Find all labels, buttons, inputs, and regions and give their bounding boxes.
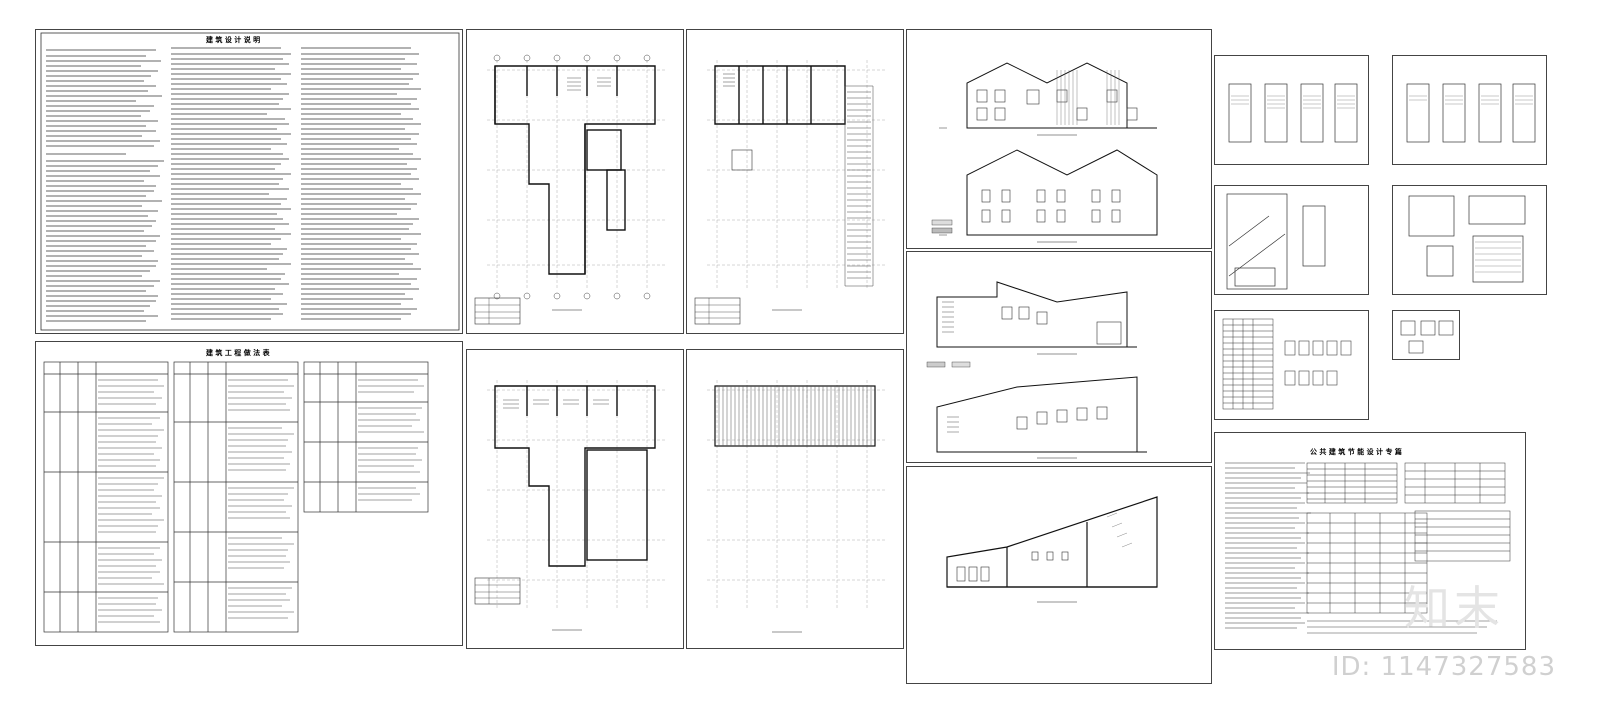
sheet-section [906,466,1212,684]
sheet-construction-table: 建 筑 工 程 做 法 表 [35,341,463,646]
elevations-a-drawing [931,62,1158,243]
id-watermark: ID: 1147327583 [1331,652,1556,682]
stair-detail-2-drawing [1406,83,1536,143]
design-notes-title: 建 筑 设 计 说 明 [206,36,261,44]
stair-detail-1-drawing [1228,83,1358,143]
sheet-stair-detail-2 [1392,55,1547,165]
construction-table-title: 建 筑 工 程 做 法 表 [206,349,270,357]
sheet-floor-plan-2 [686,29,904,334]
sheet-floor-plan-3 [466,349,684,649]
sheet-roof-detail [1392,185,1547,295]
sheet-door-window-table [1214,310,1369,420]
node-detail-drawing [1400,320,1454,354]
floor-plan-1-drawing [474,54,667,325]
elevations-b-drawing [926,281,1147,459]
design-notes-text-lines [40,32,460,331]
construction-table-grid [43,361,429,633]
stair-section-drawing [1226,193,1326,290]
roof-detail-drawing [1408,195,1526,283]
roof-plan-drawing [707,380,887,633]
sheet-node-detail [1392,310,1460,360]
floor-plan-2-drawing [694,60,887,325]
sheet-stair-detail-1 [1214,55,1369,165]
sheet-elevations-a [906,29,1212,249]
sheet-stair-section [1214,185,1369,295]
sheet-design-notes: 建 筑 设 计 说 明 [35,29,463,334]
energy-design-title: 公 共 建 筑 节 能 设 计 专 篇 [1310,448,1402,456]
sheet-roof-plan [686,349,904,649]
door-window-table-drawing [1222,318,1352,410]
sheet-floor-plan-1 [466,29,684,334]
energy-design-drawing [1225,462,1511,634]
sheet-energy-design: 公 共 建 筑 节 能 设 计 专 篇 [1214,432,1526,650]
sheet-elevations-b [906,251,1212,463]
section-drawing [946,496,1158,603]
brand-watermark: 知末 [1404,581,1504,635]
floor-plan-3-drawing [474,380,667,631]
